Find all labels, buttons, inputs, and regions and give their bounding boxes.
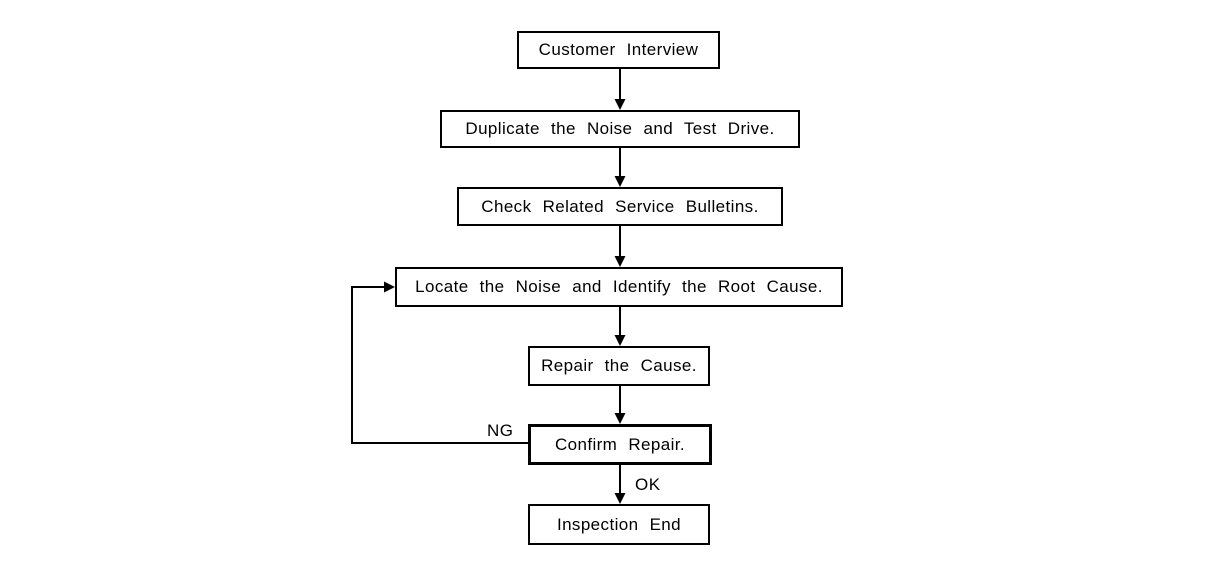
node-check-bulletins: Check Related Service Bulletins.: [457, 187, 783, 226]
arrow-3-head: [614, 256, 626, 267]
node-confirm-repair: Confirm Repair.: [528, 424, 712, 465]
node-duplicate-noise: Duplicate the Noise and Test Drive.: [440, 110, 800, 148]
arrow-2-head: [614, 176, 626, 187]
arrow-4-head: [614, 335, 626, 346]
node-repair-cause: Repair the Cause.: [528, 346, 710, 386]
node-inspection-end: Inspection End: [528, 504, 710, 545]
node-locate-noise: Locate the Noise and Identify the Root C…: [395, 267, 843, 307]
arrow-1-head: [614, 99, 626, 110]
node-customer-interview: Customer Interview: [517, 31, 720, 69]
edge-label-ok: OK: [635, 475, 661, 494]
ng-loop-head: [384, 281, 395, 293]
ng-loop-line: [351, 286, 528, 444]
arrow-6-head: [614, 493, 626, 504]
arrow-5-head: [614, 413, 626, 424]
edge-label-ng: NG: [487, 421, 514, 440]
